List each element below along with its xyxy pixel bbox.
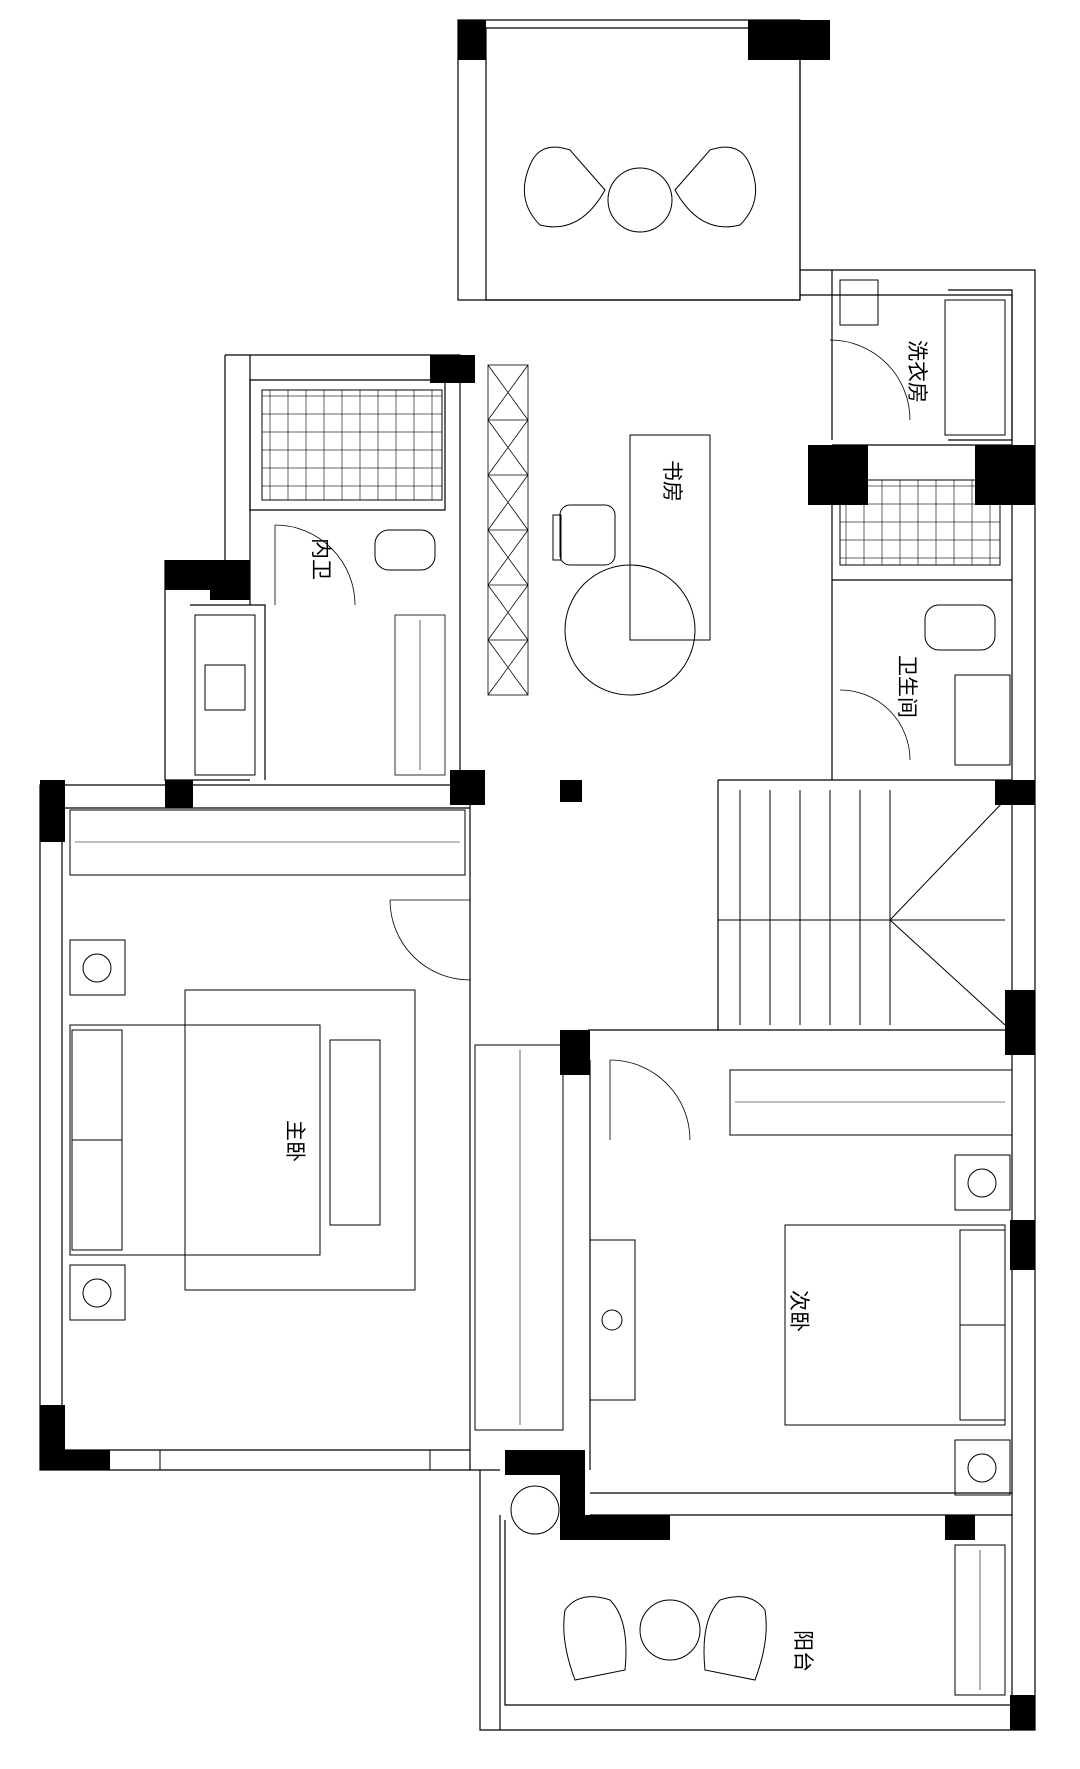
- room-label-en-suite-bath: 内卫: [309, 538, 333, 580]
- pillow: [959, 1324, 1006, 1421]
- exterior-wall: [486, 27, 801, 300]
- room-label-laundry: 洗衣房: [905, 340, 929, 403]
- lounge-chair: [703, 1596, 767, 1681]
- lounge-chair: [523, 146, 606, 228]
- plant: [510, 1485, 560, 1535]
- round-table: [639, 1599, 701, 1661]
- exterior-wall: [190, 604, 266, 780]
- vanity: [954, 674, 1011, 766]
- laundry-sink: [839, 279, 879, 326]
- wardrobe-rack: [729, 1069, 1013, 1136]
- pillow: [71, 1139, 123, 1251]
- nightstand: [69, 1264, 126, 1321]
- vanity: [194, 614, 256, 776]
- study-desk: [629, 434, 711, 641]
- railing-rack: [954, 1544, 1006, 1696]
- pillow: [959, 1229, 1006, 1326]
- room-label-balcony: 阳台: [791, 1630, 815, 1672]
- door-swing: [829, 339, 911, 421]
- washing-machine: [944, 299, 1006, 436]
- room-label-bathroom: 卫生间: [895, 655, 919, 718]
- round-rug: [564, 564, 696, 696]
- nightstand: [954, 1154, 1011, 1211]
- office-chair: [559, 504, 616, 566]
- door-swing: [839, 689, 911, 761]
- door-swing: [389, 899, 471, 981]
- round-table: [607, 167, 673, 233]
- interior-wall: [948, 289, 1013, 441]
- window-sill: [159, 1449, 431, 1471]
- wardrobe-rack: [69, 809, 466, 876]
- wardrobe: [487, 364, 529, 696]
- wardrobe-rack: [474, 1044, 564, 1431]
- exterior-wall: [457, 19, 801, 301]
- exterior-wall: [39, 784, 471, 1471]
- exterior-wall: [61, 808, 470, 1451]
- door-swing: [609, 1059, 691, 1141]
- shower-tiles: [261, 389, 443, 501]
- desk: [589, 1239, 636, 1401]
- nightstand: [69, 939, 126, 996]
- room-label-master-bedroom: 主卧: [283, 1120, 307, 1162]
- pillow: [71, 1029, 123, 1141]
- staircase: [718, 790, 1006, 1026]
- door-swing: [274, 524, 356, 606]
- toilet: [924, 604, 996, 651]
- toilet: [374, 529, 436, 571]
- shower-tiles: [839, 479, 1001, 566]
- bed: [69, 1024, 321, 1256]
- rug: [184, 989, 416, 1291]
- bench: [329, 1039, 381, 1226]
- nightstand: [954, 1439, 1011, 1496]
- lounge-chair: [674, 146, 757, 228]
- wardrobe-rack: [394, 614, 446, 776]
- room-label-second-bedroom: 次卧: [787, 1290, 811, 1332]
- lounge-chair: [563, 1596, 627, 1681]
- room-label-study: 书房: [660, 460, 684, 502]
